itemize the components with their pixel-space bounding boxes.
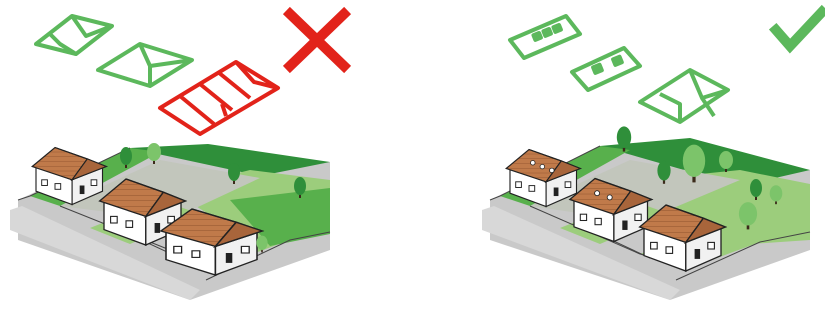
roof-outline-flat-1-icon <box>510 16 580 58</box>
roof-outline-small-icon <box>36 16 112 54</box>
green-check-icon <box>776 12 822 46</box>
roof-outline-large-icon <box>160 62 278 134</box>
roof-outline-medium-icon <box>98 44 192 86</box>
red-x-icon <box>290 14 344 66</box>
roof-outline-gable-icon <box>640 70 728 122</box>
roof-outline-flat-2-icon <box>572 48 640 90</box>
panel-good <box>482 12 822 300</box>
panel-bad <box>10 14 344 300</box>
